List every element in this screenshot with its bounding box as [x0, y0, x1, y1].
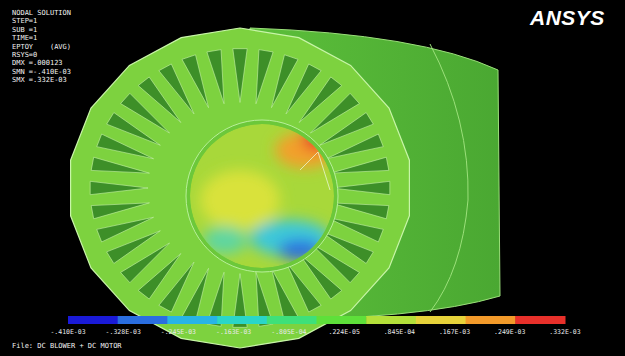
- solution-info: EPTOY (AVG): [12, 43, 71, 51]
- file-name: File: DC BLOWER + DC MOTOR: [12, 342, 122, 350]
- fin-slot: [182, 55, 209, 108]
- fin-slot: [331, 157, 389, 173]
- scale-value: .167E-03: [439, 328, 470, 336]
- fin-slot: [233, 49, 247, 103]
- fin-slot: [271, 268, 298, 321]
- solution-info: SUB =1: [12, 26, 37, 34]
- cooling-fins: [90, 49, 390, 328]
- aqua-band: [203, 226, 247, 254]
- hub-contour: [190, 124, 335, 268]
- color-band: [118, 316, 168, 324]
- solution-info: SMN =-.410E-03: [12, 68, 71, 76]
- solution-info: TIME=1: [12, 34, 37, 42]
- fin-slot: [91, 157, 149, 173]
- solution-info: NODAL SOLUTION: [12, 9, 71, 17]
- red-band: [302, 130, 334, 150]
- fin-slot: [91, 203, 149, 219]
- scale-value: .332E-03: [549, 328, 580, 336]
- color-band: [217, 316, 267, 324]
- scale-value: -.328E-03: [106, 328, 141, 336]
- fin-slot: [207, 50, 224, 104]
- fin-slot: [332, 181, 390, 194]
- fin-slot: [90, 181, 148, 194]
- color-band: [167, 316, 217, 324]
- stator-disk: [71, 28, 410, 348]
- fin-slot: [97, 217, 154, 242]
- scale-value: -.410E-03: [50, 328, 85, 336]
- scale-value: .845E-04: [384, 328, 415, 336]
- solution-info: STEP=1: [12, 17, 37, 25]
- hub-ring: [186, 120, 338, 272]
- color-band: [317, 316, 367, 324]
- color-band: [267, 316, 317, 324]
- color-band: [366, 316, 416, 324]
- blue-band: [278, 240, 322, 260]
- color-band: [515, 316, 565, 324]
- fin-slot: [326, 134, 383, 159]
- scale-value: -.163E-03: [216, 328, 251, 336]
- color-band: [416, 316, 466, 324]
- fin-slot: [256, 50, 273, 104]
- solution-info: DMX =.000123: [12, 59, 63, 67]
- mesh-edge: [300, 152, 330, 190]
- color-band: [466, 316, 516, 324]
- color-bar: [68, 316, 566, 324]
- contour-bands: [200, 130, 335, 260]
- housing-edge: [430, 44, 468, 312]
- solution-info: RSYS=0: [12, 51, 37, 59]
- yellow-band: [200, 170, 280, 230]
- solution-info: SMX =.332E-03: [12, 76, 67, 84]
- hub-base: [190, 124, 334, 268]
- fin-slot: [331, 203, 389, 219]
- orange-band: [275, 132, 335, 168]
- scale-value: -.245E-03: [161, 328, 196, 336]
- color-band: [68, 316, 118, 324]
- scale-value: .224E-05: [329, 328, 360, 336]
- scale-value: -.805E-04: [271, 328, 306, 336]
- scale-value: .249E-03: [494, 328, 525, 336]
- ansys-logo: ANSYS: [530, 7, 605, 29]
